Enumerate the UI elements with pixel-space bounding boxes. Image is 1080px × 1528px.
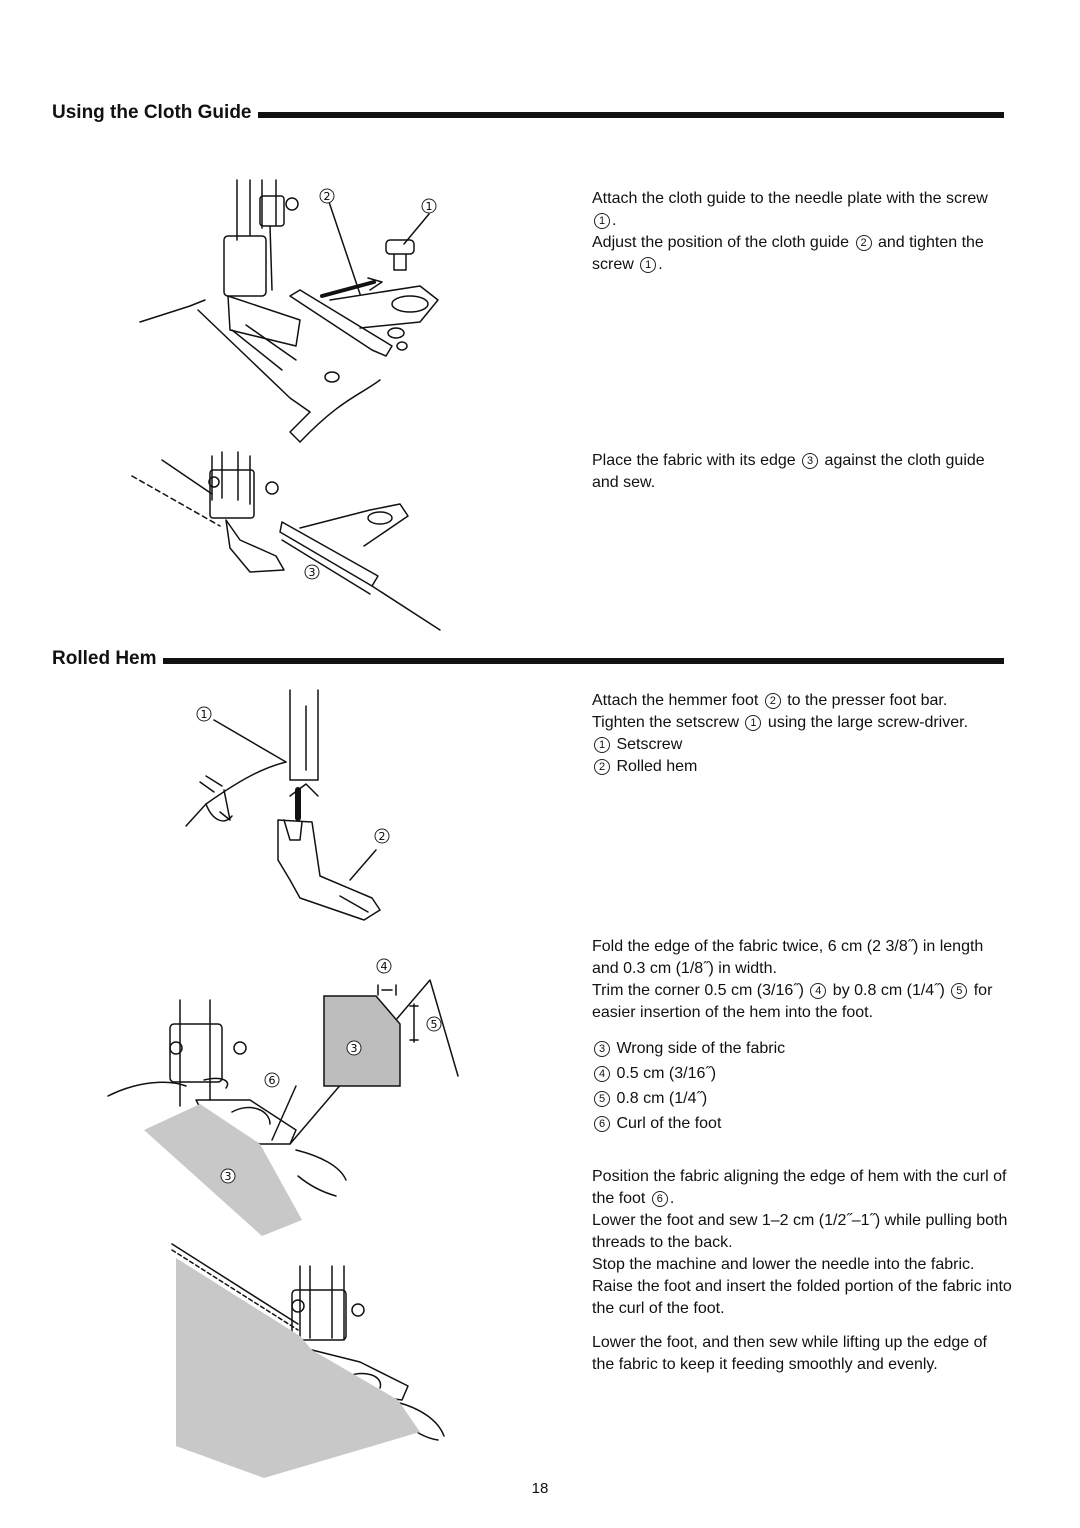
- svg-text:3: 3: [225, 1170, 232, 1183]
- callout-2: 2: [319, 188, 335, 204]
- legend-item: 2 Rolled hem: [592, 756, 1012, 778]
- instruction-paragraph: Stop the machine and lower the needle in…: [592, 1256, 1012, 1317]
- section-heading-rolled-hem: Rolled Hem: [52, 648, 1004, 670]
- place-fabric-instructions: Place the fabric with its edge 3 against…: [592, 450, 1012, 494]
- callout-ref: 1: [594, 213, 610, 229]
- legend-item: 1 Setscrew: [592, 734, 1012, 756]
- svg-text:1: 1: [201, 708, 208, 721]
- instruction-paragraph: Lower the foot and sew 1–2 cm (1/2˝–1˝) …: [592, 1212, 1008, 1251]
- legend-item: 6 Curl of the foot: [592, 1111, 1012, 1136]
- instruction-paragraph: Adjust the position of the cloth guide 2…: [592, 234, 984, 273]
- svg-text:2: 2: [324, 190, 331, 203]
- fabric-area: [176, 1258, 420, 1478]
- svg-text:4: 4: [381, 960, 388, 973]
- callout-1: 1: [196, 706, 212, 722]
- heading-rule: [257, 112, 1004, 118]
- instruction-paragraph: Trim the corner 0.5 cm (3/16˝) 4 by 0.8 …: [592, 982, 993, 1021]
- callout-ref: 3: [802, 453, 819, 469]
- callout-1: 1: [421, 198, 437, 214]
- page-number: 18: [531, 1480, 549, 1497]
- callout-3: 3: [220, 1168, 236, 1184]
- callout-3: 3: [346, 1040, 362, 1056]
- callout-ref: 4: [810, 983, 827, 999]
- section-heading-cloth-guide: Using the Cloth Guide: [52, 102, 1004, 124]
- callout-2: 2: [374, 828, 390, 844]
- callout-3: 3: [304, 564, 320, 580]
- legend-item: 5 0.8 cm (1/4˝): [592, 1086, 1012, 1111]
- instruction-paragraph: Attach the hemmer foot 2 to the presser …: [592, 692, 948, 709]
- cloth-guide-instructions: Attach the cloth guide to the needle pla…: [592, 188, 1012, 276]
- fold-fabric-instructions: Fold the edge of the fabric twice, 6 cm …: [592, 936, 1012, 1136]
- legend-item: 4 0.5 cm (3/16˝): [592, 1061, 1012, 1086]
- instruction-paragraph: Attach the cloth guide to the needle pla…: [592, 190, 988, 229]
- fabric-area: [144, 1104, 302, 1236]
- place-fabric-illustration: [131, 451, 441, 631]
- svg-text:1: 1: [426, 200, 433, 213]
- svg-text:2: 2: [379, 830, 386, 843]
- instruction-paragraph: Lower the foot, and then sew while lifti…: [592, 1334, 987, 1373]
- instruction-paragraph: Tighten the setscrew 1 using the large s…: [592, 714, 969, 731]
- callout-ref: 5: [951, 983, 968, 999]
- section-title: Using the Cloth Guide: [52, 102, 252, 123]
- hemmer-foot-attach-illustration: [185, 689, 381, 921]
- svg-text:6: 6: [269, 1074, 276, 1087]
- callout-ref: 2: [855, 235, 872, 251]
- svg-text:3: 3: [309, 566, 316, 579]
- callout-ref: 2: [764, 693, 781, 709]
- legend-item: 3 Wrong side of the fabric: [592, 1036, 1012, 1061]
- callout-ref: 1: [640, 257, 657, 273]
- callout-6: 6: [264, 1072, 280, 1088]
- callout-4: 4: [376, 958, 392, 974]
- hemmer-foot-instructions: Attach the hemmer foot 2 to the presser …: [592, 690, 1012, 778]
- fold-fabric-illustration: [107, 979, 459, 1197]
- sew-hem-instructions: Position the fabric aligning the edge of…: [592, 1166, 1012, 1376]
- trimmed-fabric-corner: [323, 995, 401, 1087]
- instruction-paragraph: Position the fabric aligning the edge of…: [592, 1168, 1007, 1207]
- section-title: Rolled Hem: [52, 648, 157, 669]
- cloth-guide-attach-illustration: [139, 179, 439, 443]
- svg-text:3: 3: [351, 1042, 358, 1055]
- instruction-paragraph: Fold the edge of the fabric twice, 6 cm …: [592, 938, 984, 977]
- callout-5: 5: [426, 1016, 442, 1032]
- callout-ref: 1: [745, 715, 762, 731]
- callout-ref: 6: [651, 1191, 668, 1207]
- instruction-paragraph: Place the fabric with its edge 3 against…: [592, 452, 985, 491]
- heading-rule: [162, 658, 1004, 664]
- callout-labels: 2 1 3 1 2 4 5 3 6 3: [196, 188, 442, 1184]
- svg-text:5: 5: [431, 1018, 438, 1031]
